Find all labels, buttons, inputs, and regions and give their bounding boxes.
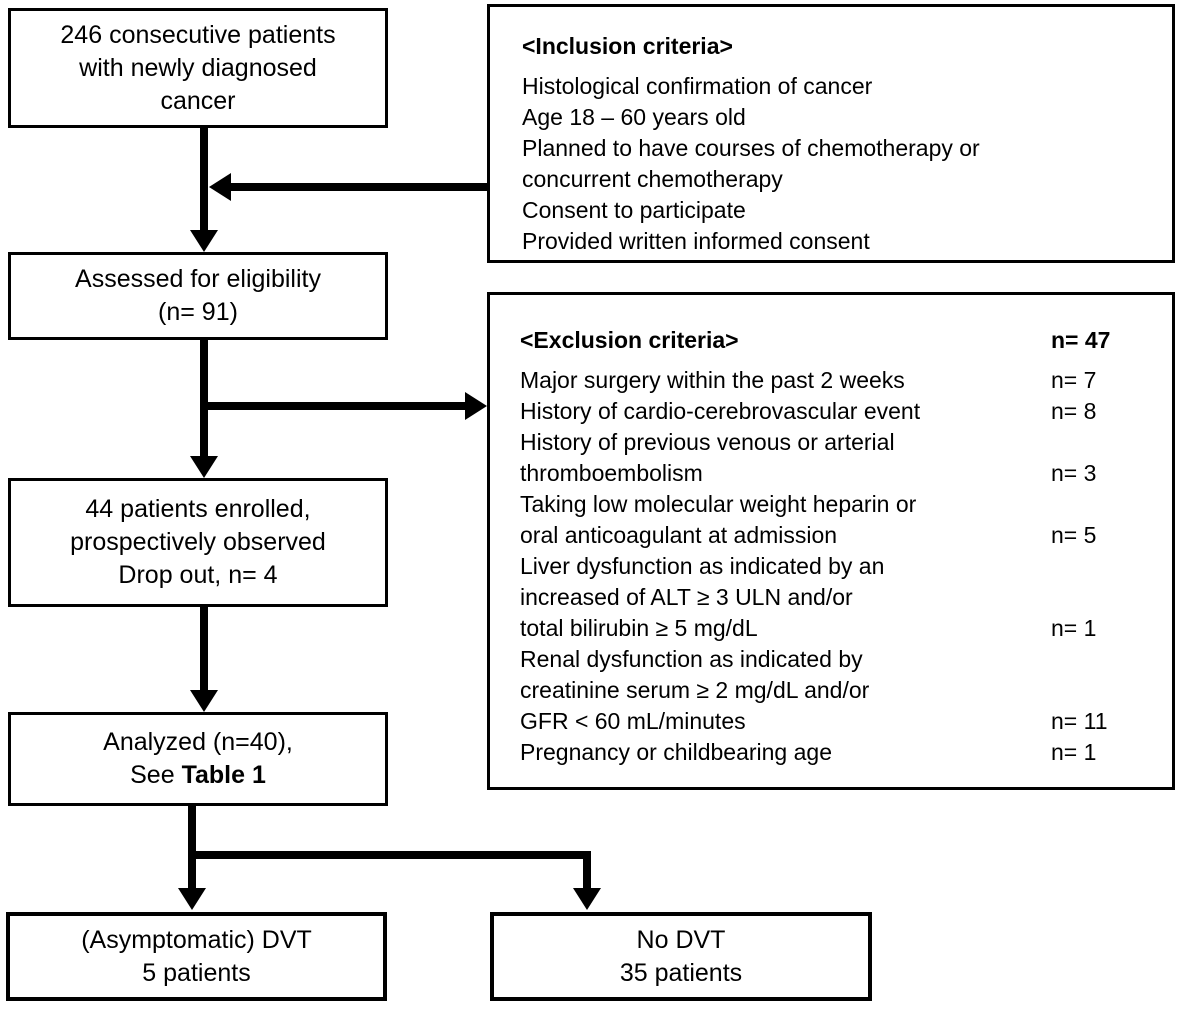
exclusion-row-text: History of previous venous or arterial [520,429,895,455]
box-assessed-eligibility: Assessed for eligibility (n= 91) [8,252,388,340]
exclusion-criteria-row: oral anticoagulant at admission n= 5 [520,520,1152,551]
exclusion-row-count: n= 5 [1051,522,1097,548]
box-dvt: (Asymptomatic) DVT 5 patients [6,912,387,1001]
box-consecutive-patients: 246 consecutive patients with newly diag… [8,8,388,128]
box-consecutive-patients-line1: 246 consecutive patients [60,20,336,49]
arrow-shaft [200,402,465,410]
exclusion-criteria-header-count: n= 47 [1051,327,1111,353]
arrow-elbow-vertical [583,851,591,890]
box-assessed-eligibility-line2: (n= 91) [158,298,238,326]
exclusion-row-count: n= 8 [1051,398,1097,424]
arrow-down-head-icon [573,888,601,910]
exclusion-row-text: total bilirubin ≥ 5 mg/dL [520,615,758,641]
box-assessed-eligibility-line1: Assessed for eligibility [75,265,321,293]
arrow-shaft [200,128,208,232]
box-dvt-line1: (Asymptomatic) DVT [81,925,312,954]
inclusion-criteria-line: Consent to participate [522,197,746,223]
box-analyzed-see-text: See [130,761,182,789]
exclusion-row-text: Taking low molecular weight heparin or [520,491,917,517]
arrow-down-head-icon [178,888,206,910]
exclusion-criteria-header-label: <Exclusion criteria> [520,327,739,353]
arrow-down-head-icon [190,690,218,712]
box-no-dvt: No DVT 35 patients [490,912,872,1001]
exclusion-criteria-row: Renal dysfunction as indicated by [520,644,1152,675]
arrow-elbow-horizontal [188,851,591,859]
exclusion-criteria-row: creatinine serum ≥ 2 mg/dL and/or [520,675,1152,706]
exclusion-criteria-row: History of cardio-cerebrovascular event … [520,396,1152,427]
arrow-down-head-icon [190,230,218,252]
exclusion-criteria-row: Major surgery within the past 2 weeks n=… [520,365,1152,396]
exclusion-row-text: History of cardio-cerebrovascular event [520,398,921,424]
arrow-right-head-icon [465,392,487,420]
arrow-shaft [200,340,208,456]
arrow-down-head-icon [190,456,218,478]
box-enrolled-line3: Drop out, n= 4 [118,561,278,589]
box-no-dvt-line2: 35 patients [619,958,743,987]
arrow-shaft [188,806,196,890]
exclusion-criteria-row: total bilirubin ≥ 5 mg/dL n= 1 [520,613,1152,644]
exclusion-criteria-header: <Exclusion criteria> n= 47 [520,325,1152,356]
exclusion-row-text: creatinine serum ≥ 2 mg/dL and/or [520,677,870,703]
exclusion-criteria-row: Liver dysfunction as indicated by an [520,551,1152,582]
box-consecutive-patients-line2: with newly diagnosed [79,53,317,82]
box-enrolled: 44 patients enrolled, prospectively obse… [8,478,388,607]
inclusion-criteria-header: <Inclusion criteria> [522,33,733,59]
inclusion-criteria-line: Age 18 – 60 years old [522,104,746,130]
exclusion-criteria-row: thromboembolism n= 3 [520,458,1152,489]
exclusion-row-count: n= 7 [1051,367,1097,393]
box-inclusion-criteria: <Inclusion criteria> Histological confir… [487,4,1175,263]
box-consecutive-patients-line3: cancer [160,86,236,115]
exclusion-row-text: GFR < 60 mL/minutes [520,708,746,734]
exclusion-row-text: Liver dysfunction as indicated by an [520,553,885,579]
exclusion-row-count: n= 11 [1051,708,1108,734]
box-dvt-line2: 5 patients [142,958,251,987]
exclusion-row-count: n= 1 [1051,615,1097,641]
exclusion-row-text: Major surgery within the past 2 weeks [520,367,905,393]
box-exclusion-criteria: <Exclusion criteria> n= 47 Major surgery… [487,292,1175,790]
box-enrolled-line2: prospectively observed [70,528,326,556]
arrow-shaft [230,183,487,191]
box-no-dvt-line1: No DVT [636,925,726,954]
exclusion-row-text: increased of ALT ≥ 3 ULN and/or [520,584,853,610]
box-analyzed-line2: See Table 1 [130,759,266,792]
exclusion-row-count: n= 3 [1051,460,1097,486]
exclusion-criteria-row: Taking low molecular weight heparin or [520,489,1152,520]
exclusion-row-text: thromboembolism [520,460,703,486]
arrow-left-head-icon [209,173,231,201]
exclusion-row-text: Renal dysfunction as indicated by [520,646,863,672]
arrow-shaft [200,607,208,690]
inclusion-criteria-line: concurrent chemotherapy [522,166,783,192]
inclusion-criteria-line: Histological confirmation of cancer [522,73,873,99]
inclusion-criteria-line: Planned to have courses of chemotherapy … [522,135,980,161]
box-enrolled-line1: 44 patients enrolled, [85,495,311,523]
exclusion-criteria-row: Pregnancy or childbearing age n= 1 [520,737,1152,768]
box-analyzed-line1: Analyzed (n=40), [103,728,293,756]
exclusion-row-text: Pregnancy or childbearing age [520,739,832,765]
exclusion-row-text: oral anticoagulant at admission [520,522,838,548]
exclusion-criteria-row: increased of ALT ≥ 3 ULN and/or [520,582,1152,613]
exclusion-criteria-row: GFR < 60 mL/minutes n= 11 [520,706,1152,737]
exclusion-row-count: n= 1 [1051,739,1097,765]
box-analyzed: Analyzed (n=40), See Table 1 [8,712,388,806]
box-analyzed-table-ref: Table 1 [181,761,266,789]
exclusion-criteria-row: History of previous venous or arterial [520,427,1152,458]
inclusion-criteria-line: Provided written informed consent [522,228,870,254]
